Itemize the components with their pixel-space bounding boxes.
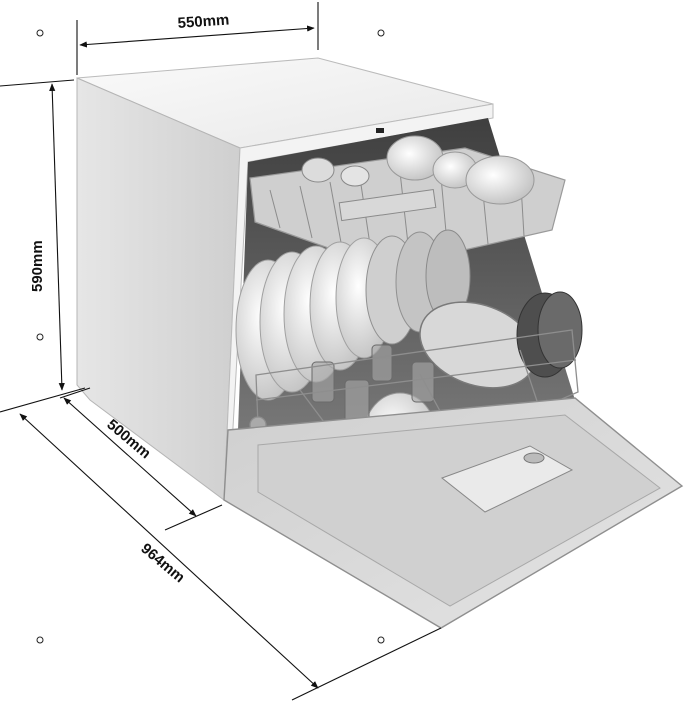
registration-mark [36, 333, 44, 341]
depth-open-dimension-line [19, 413, 319, 689]
registration-mark [377, 636, 385, 644]
cutlery-tray [338, 188, 437, 222]
registration-mark [377, 29, 385, 37]
dimension-lines [0, 2, 442, 701]
glasses [311, 344, 435, 423]
height-extension-line [0, 387, 86, 413]
depth-extension-line [59, 387, 91, 399]
plate [537, 291, 583, 369]
door-inner-panel [257, 414, 661, 607]
dishwasher-illustration [76, 57, 684, 629]
height-label: 590mm [29, 240, 46, 292]
depth-extension-line [164, 504, 223, 531]
door-latch [376, 128, 384, 133]
registration-mark [36, 29, 44, 37]
height-extension-line [0, 79, 75, 87]
depth-open-extension-line [291, 627, 442, 701]
depth-open-label: 964mm [137, 540, 188, 586]
cup [340, 165, 370, 187]
width-label: 550mm [177, 11, 230, 32]
dispenser-lid [523, 452, 545, 464]
cup [301, 157, 335, 183]
height-dimension-line [49, 83, 65, 391]
upper-rack [249, 135, 566, 269]
dishwasher-side [76, 77, 241, 501]
bowl [465, 155, 535, 205]
width-dimension-line [79, 25, 315, 48]
registration-mark [36, 636, 44, 644]
